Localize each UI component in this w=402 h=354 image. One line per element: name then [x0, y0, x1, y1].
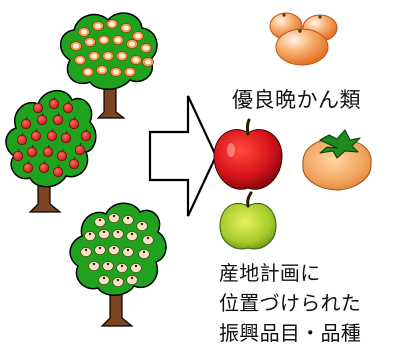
tree-pear-fruit: [98, 229, 110, 239]
designated-line-2: 位置づけられた: [219, 291, 362, 315]
tree-apple-fruit: [30, 130, 42, 142]
tree-pear-fruit: [112, 277, 124, 287]
tree-pear-fruit: [130, 263, 142, 273]
tree-apple-fruit: [32, 102, 44, 114]
right-arrow-icon: [148, 95, 218, 217]
tree-pear-fruit: [98, 275, 110, 285]
tree-pear-fruit: [108, 245, 120, 255]
persimmon-icon: [302, 129, 372, 191]
tree-pear-fruit: [88, 261, 100, 271]
tree-pear-fruit: [108, 213, 120, 223]
tree-pear-fruit: [126, 231, 138, 241]
citrus-tree-icon: [60, 12, 158, 119]
tree-pear-fruit: [126, 275, 138, 285]
tree-pear-fruit: [122, 247, 134, 257]
tree-apple-fruit: [22, 162, 34, 174]
pear-tree-icon: [69, 202, 167, 327]
tree-apple-fruit: [68, 158, 80, 170]
tree-apple-fruit: [52, 166, 64, 178]
tree-apple-fruit: [52, 114, 64, 126]
tree-apple-fruit: [60, 132, 72, 144]
tree-apple-fruit: [48, 98, 60, 110]
tree-pear-fruit: [112, 229, 124, 239]
tree-pear-fruit: [84, 231, 96, 241]
tree-pear-fruit: [80, 247, 92, 257]
tree-apple-fruit: [16, 134, 28, 146]
tree-pear-fruit: [94, 217, 106, 227]
tree-pear-fruit: [122, 215, 134, 225]
designated-line-3: 振興品目・品種: [219, 321, 362, 345]
tree-apple-fruit: [68, 118, 80, 130]
designated-line-1: 産地計画に: [219, 261, 321, 285]
tree-pear-fruit: [102, 261, 114, 271]
tree-apple-fruit: [36, 114, 48, 126]
tree-apple-fruit: [74, 144, 86, 156]
tree-apple-fruit: [56, 150, 68, 162]
tree-apple-fruit: [46, 130, 58, 142]
tree-pear-fruit: [142, 235, 154, 245]
tree-pear-fruit: [138, 249, 150, 259]
apple-tree-icon: [5, 90, 97, 213]
tree-pear-fruit: [136, 221, 148, 231]
tree-pear-fruit: [94, 245, 106, 255]
tree-apple-fruit: [12, 150, 24, 162]
tree-apple-fruit: [62, 102, 74, 114]
tree-apple-fruit: [42, 146, 54, 158]
designated-varieties-label: 産地計画に 位置づけられた 振興品目・品種: [219, 258, 361, 348]
citrus-label: 優良晩かん類: [232, 88, 361, 112]
tree-apple-fruit: [26, 146, 38, 158]
citrus-fruits-icon: [269, 12, 338, 66]
green-apple-icon: [219, 191, 277, 250]
tree-apple-fruit: [80, 130, 92, 142]
tree-apple-fruit: [20, 118, 32, 130]
tree-pear-fruit: [116, 263, 128, 273]
tree-apple-fruit: [38, 162, 50, 174]
red-apple-icon: [213, 118, 283, 190]
